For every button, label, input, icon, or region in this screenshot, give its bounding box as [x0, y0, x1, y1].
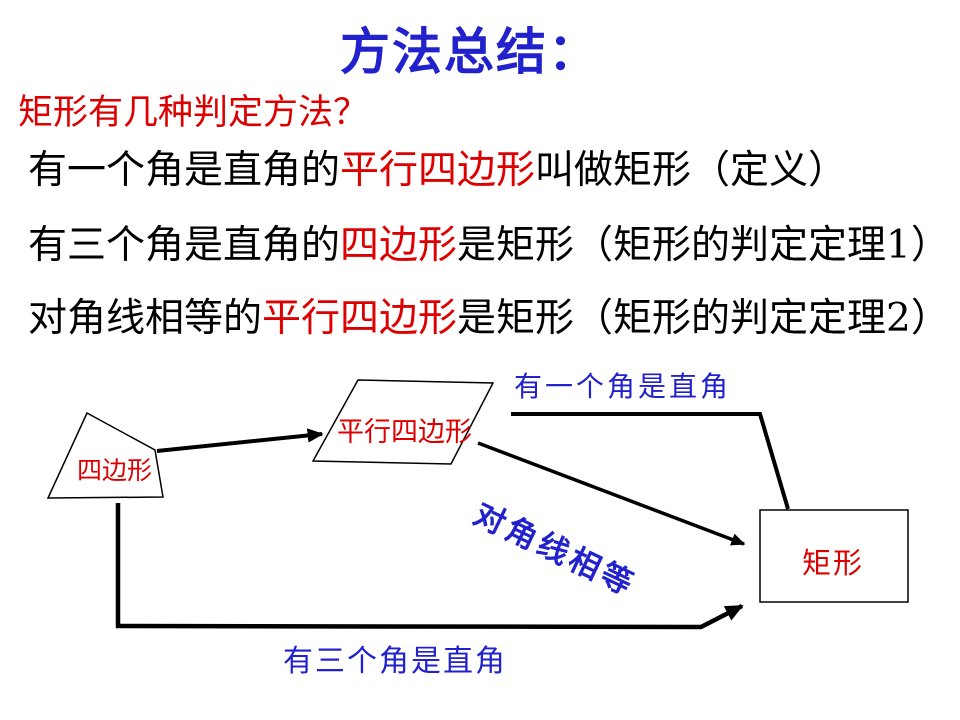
statement-1-post: 叫做矩形（定义） [535, 148, 848, 193]
edge-label-one-right-angle: 有一个角是直角 [514, 370, 732, 403]
parallelogram-shape [311, 379, 495, 465]
line-para-to-rect-top [511, 412, 790, 510]
arrow-quad-to-para [156, 428, 324, 453]
arrow-quad-to-rect-bottom [115, 503, 744, 630]
edge-label-three-right-angles: 有三个角是直角 [283, 644, 507, 679]
statement-3-highlight: 平行四边形 [262, 296, 458, 341]
rectangle-label: 矩形 [802, 546, 865, 580]
parallelogram-label: 平行四边形 [337, 417, 472, 448]
statement-theorem-2: 对角线相等的平行四边形是矩形（矩形的判定定理2） [28, 287, 950, 343]
statement-definition: 有一个角是直角的平行四边形叫做矩形（定义） [28, 139, 847, 195]
statement-1-highlight: 平行四边形 [340, 148, 536, 193]
page-title: 方法总结： [340, 22, 600, 81]
statement-2-pre: 有三个角是直角的 [28, 223, 341, 268]
quadrilateral-label: 四边形 [77, 456, 153, 485]
statement-theorem-1: 有三个角是直角的四边形是矩形（矩形的判定定理1） [28, 214, 950, 270]
statement-3-post: 是矩形（矩形的判定定理2） [457, 296, 950, 341]
arrow-para-to-rect-diagonal [477, 441, 746, 546]
statement-1-pre: 有一个角是直角的 [28, 148, 341, 193]
question-text: 矩形有几种判定方法？ [18, 93, 369, 133]
quadrilateral-shape [46, 411, 164, 499]
statement-2-post: 是矩形（矩形的判定定理1） [457, 223, 950, 268]
statement-2-highlight: 四边形 [340, 223, 458, 268]
rectangle-shape [759, 509, 909, 603]
statement-3-pre: 对角线相等的 [28, 296, 263, 341]
